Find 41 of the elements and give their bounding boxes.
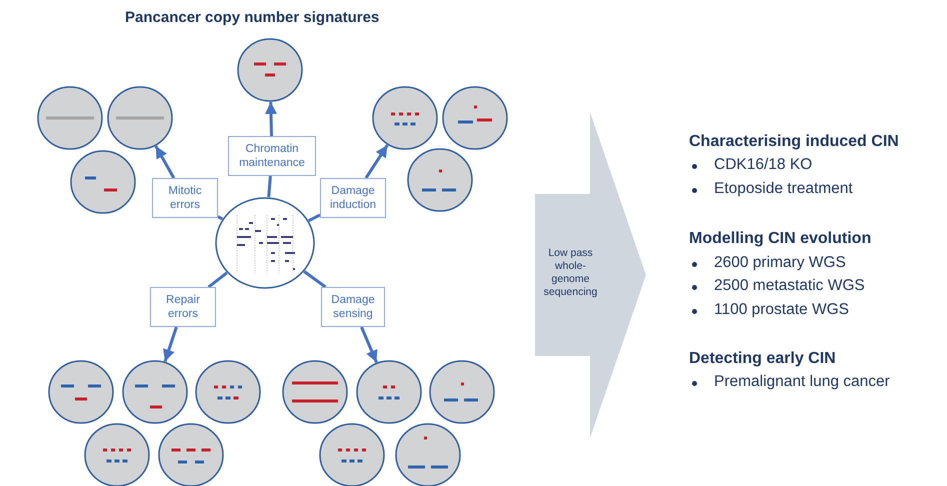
bullet-text: 2500 metastatic WGS bbox=[714, 277, 865, 295]
arrow-label: Low pass whole-genome sequencing bbox=[542, 247, 598, 299]
chevron-arrow bbox=[534, 112, 646, 438]
connector-line bbox=[217, 215, 224, 220]
section-heading: Detecting early CIN bbox=[689, 350, 836, 368]
copy-number-plot-oval bbox=[215, 197, 315, 289]
profile-circle bbox=[237, 38, 303, 102]
process-box: Chromatin maintenance bbox=[228, 136, 316, 176]
connector-line bbox=[303, 270, 326, 288]
bullet-text: Premalignant lung cancer bbox=[714, 373, 890, 391]
connector-line bbox=[208, 272, 228, 288]
bullet-text: CDK16/18 KO bbox=[714, 156, 812, 174]
arrow bbox=[264, 102, 277, 136]
profile-circle bbox=[195, 360, 261, 424]
process-box: Mitotic errors bbox=[152, 178, 218, 218]
profile-circle bbox=[429, 360, 495, 424]
profile-circle bbox=[372, 86, 438, 150]
process-box: Damage induction bbox=[320, 178, 386, 218]
profile-circle bbox=[407, 148, 473, 212]
profile-circle bbox=[48, 360, 114, 424]
profile-circle bbox=[122, 360, 188, 424]
profile-circle bbox=[107, 86, 173, 150]
arrow bbox=[360, 326, 378, 363]
profile-circle bbox=[356, 360, 422, 424]
arrow bbox=[364, 144, 389, 179]
connector-line bbox=[308, 214, 321, 222]
connector-line bbox=[267, 176, 272, 198]
bullet-text: 1100 prostate WGS bbox=[714, 301, 849, 319]
profile-circle bbox=[37, 86, 103, 150]
arrow bbox=[163, 326, 178, 362]
diagram-title: Pancancer copy number signatures bbox=[125, 9, 380, 26]
bullet-text: 2600 primary WGS bbox=[714, 254, 846, 272]
section-heading: Characterising induced CIN bbox=[689, 133, 899, 151]
profile-circle bbox=[282, 360, 348, 424]
bullet-text: Etoposide treatment bbox=[714, 180, 853, 198]
arrow bbox=[154, 145, 176, 179]
process-box: Repair errors bbox=[150, 287, 216, 327]
process-box: Damage sensing bbox=[321, 287, 385, 327]
profile-circle bbox=[70, 150, 136, 214]
section-heading: Modelling CIN evolution bbox=[689, 230, 872, 248]
profile-circle bbox=[442, 86, 508, 150]
